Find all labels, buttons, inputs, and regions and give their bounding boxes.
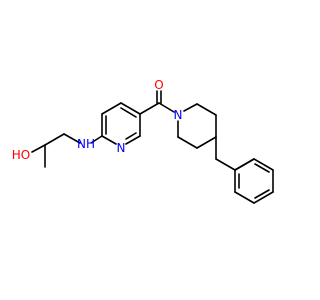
bond-c-ch2 — [44, 133, 65, 146]
bond-nh-c2 — [90, 135, 103, 144]
bond-ho-c — [31, 144, 46, 153]
atom-label-carbonyl-o: O — [154, 78, 163, 92]
bond-py-c4-c5 — [120, 102, 141, 115]
bond-py-c6-n1 — [125, 135, 141, 145]
bond-ph-6 — [234, 158, 255, 171]
bond-ph-1 — [253, 158, 274, 171]
bond-py-c3-c4 — [101, 102, 122, 115]
bond-c5-carbonyl — [139, 102, 160, 115]
bond-pip-c3a-c4 — [196, 136, 217, 149]
atom-label-hydroxyl: HO — [12, 148, 30, 162]
atom-label-piperidine-n: N — [174, 108, 183, 122]
bond-py-c6-n1-inner — [125, 132, 137, 140]
bond-ph-3 — [253, 191, 274, 204]
bond-pip-c3b-c2b — [196, 103, 217, 116]
bond-carbonyl-n — [158, 102, 175, 113]
bond-ch2-ch2 — [215, 158, 236, 171]
bond-ch2-nh — [63, 133, 81, 144]
bond-pip-c2b-n — [183, 103, 198, 112]
molecule-structure-diagram: HO NH N O N — [12, 78, 274, 204]
atom-label-pyridine-n: N — [117, 141, 126, 155]
bond-ph-1-inner — [254, 163, 270, 173]
bond-pip-c2a-c3a — [177, 136, 198, 149]
bond-ph-4 — [234, 191, 255, 204]
bond-ph-3-inner — [254, 189, 270, 199]
atom-label-amine: NH — [77, 137, 95, 151]
bond-py-c4-c5-inner — [120, 107, 137, 118]
bond-py-n1-c2 — [101, 135, 117, 145]
